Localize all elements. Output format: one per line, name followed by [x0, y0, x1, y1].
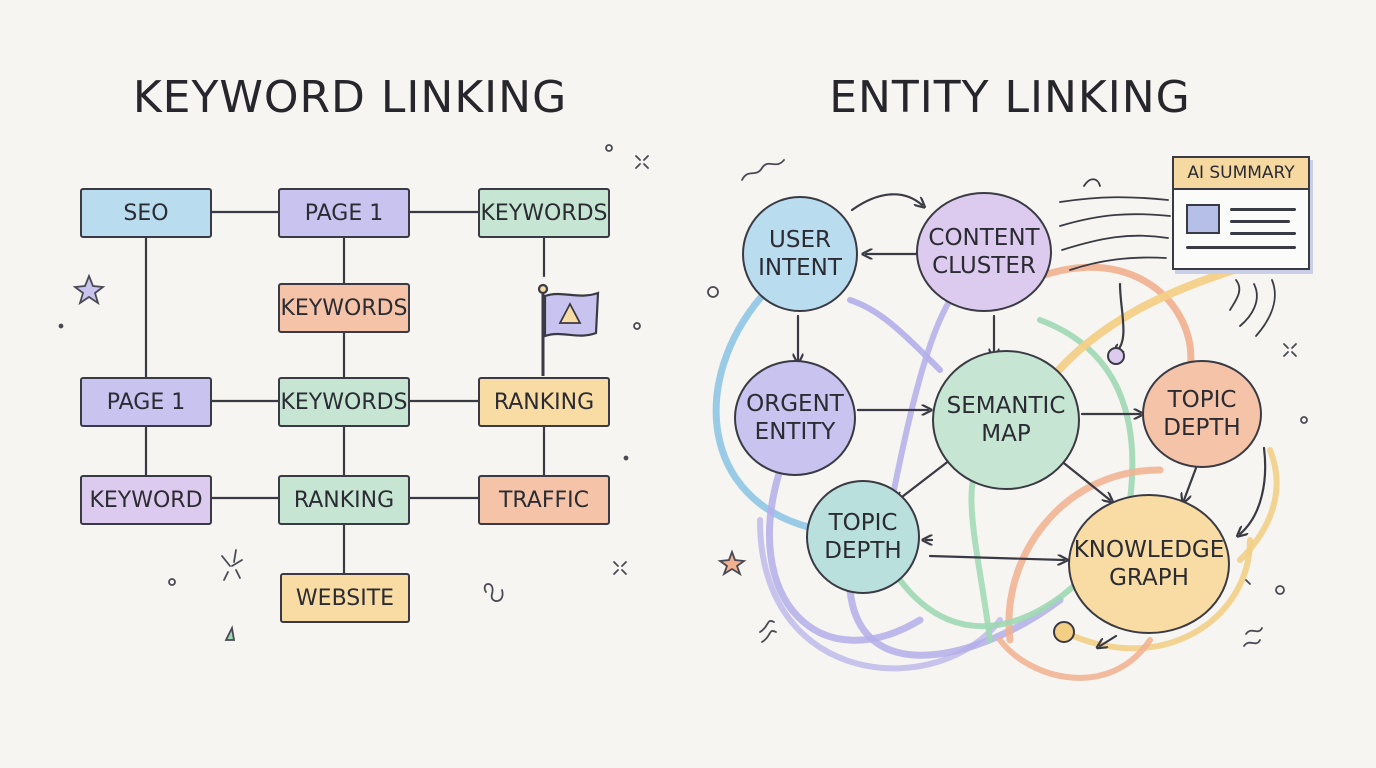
joint-dot	[1053, 621, 1075, 643]
summary-text-line	[1230, 232, 1296, 235]
warning-flag-icon	[537, 283, 600, 376]
node-label-line: DEPTH	[1163, 415, 1241, 441]
dot-doodle	[605, 144, 613, 152]
keyword-box-keywords-top: KEYWORDS	[478, 188, 610, 238]
keyword-box-keywords-mid: KEYWORDS	[278, 377, 410, 427]
arrow-curve	[757, 517, 1003, 672]
node-label-line: CLUSTER	[932, 253, 1036, 279]
squiggle-doodle	[483, 583, 504, 602]
arrow-line	[1184, 466, 1198, 500]
arrow-curve	[1006, 263, 1195, 374]
summary-text-line	[1186, 246, 1296, 249]
node-label-line: GRAPH	[1109, 565, 1189, 591]
node-label-line: TOPIC	[1167, 387, 1237, 413]
keyword-box-traffic: TRAFFIC	[478, 475, 610, 525]
summary-text-line	[1230, 220, 1290, 223]
dot-doodle	[1275, 585, 1285, 595]
node-label-line: USER	[769, 227, 831, 253]
dot-doodle	[623, 455, 629, 461]
node-label-line: INTENT	[758, 255, 842, 281]
dot-doodle	[707, 286, 719, 298]
arrow-curve	[1237, 447, 1280, 563]
leaf-doodle	[224, 625, 236, 641]
flow-line	[1239, 283, 1258, 327]
summary-image-icon	[1186, 204, 1220, 234]
dot-doodle	[1300, 416, 1308, 424]
squiggle-doodle	[759, 620, 777, 643]
arrow-line	[1240, 446, 1267, 534]
flow-line	[1061, 234, 1169, 251]
summary-card-icon: AI SUMMARY	[1172, 156, 1310, 270]
keyword-box-website: WEBSITE	[280, 573, 410, 623]
flow-line	[1255, 279, 1276, 337]
node-label-line: TOPIC	[828, 510, 898, 536]
keyword-box-ranking-green: RANKING	[278, 475, 410, 525]
flow-line	[1059, 196, 1169, 203]
arrow-curve	[1046, 264, 1244, 384]
keyword-box-keyword: KEYWORD	[80, 475, 212, 525]
arrow-curve	[897, 577, 1083, 630]
node-label-line: CONTENT	[928, 225, 1040, 251]
spark-doodle	[221, 549, 243, 581]
spark-doodle	[1283, 343, 1297, 357]
star-doodle	[717, 549, 747, 577]
node-label-line: ORGENT	[746, 391, 844, 417]
node-label-line: DEPTH	[824, 538, 902, 564]
keyword-linking-title: KEYWORD LINKING	[132, 72, 568, 123]
entity-node-user-intent: USER INTENT	[742, 196, 858, 312]
squiggle-doodle	[1243, 627, 1263, 647]
entity-node-topic-depth-teal: TOPIC DEPTH	[806, 480, 920, 594]
node-label-line: MAP	[981, 421, 1031, 447]
entity-node-content-cluster: CONTENT CLUSTER	[916, 192, 1052, 312]
dot-doodle	[633, 322, 641, 330]
dot-doodle	[168, 578, 176, 586]
node-label-line: ENTITY	[754, 419, 836, 445]
entity-node-orgent-entity: ORGENT ENTITY	[734, 360, 856, 476]
keyword-box-keywords-orange: KEYWORDS	[278, 283, 410, 333]
flow-line	[1059, 213, 1171, 227]
spark-doodle	[1245, 579, 1251, 585]
keyword-box-page1-mid: PAGE 1	[80, 377, 212, 427]
keyword-box-page1-top: PAGE 1	[278, 188, 410, 238]
arrow-curve	[997, 637, 1153, 681]
flow-line	[1069, 256, 1167, 271]
keyword-box-ranking-yellow: RANKING	[478, 377, 610, 427]
ai-summary-header: AI SUMMARY	[1174, 158, 1308, 190]
arrow-line	[1100, 634, 1118, 646]
arrow-curve	[766, 466, 924, 644]
entity-node-knowledge-graph: KNOWLEDGE GRAPH	[1068, 494, 1230, 634]
node-label-line: SEMANTIC	[946, 393, 1066, 419]
squiggle-doodle	[741, 159, 785, 181]
arrow-line	[928, 556, 1064, 560]
node-label-line: KNOWLEDGE	[1073, 537, 1225, 563]
spark-doodle	[613, 561, 627, 575]
flow-line	[1229, 279, 1241, 311]
arrow-curve	[1005, 466, 1164, 644]
arrow-curve	[846, 586, 1064, 659]
arrow-line	[850, 193, 922, 212]
entity-node-topic-depth-orange: TOPIC DEPTH	[1142, 360, 1262, 468]
arrow-line	[1058, 458, 1110, 500]
joint-dot	[1107, 347, 1125, 365]
flow-line	[1083, 178, 1101, 187]
summary-text-line	[1230, 208, 1296, 211]
entity-node-semantic-map: SEMANTIC MAP	[932, 350, 1080, 490]
star-doodle	[72, 273, 106, 306]
dot-doodle	[58, 323, 64, 329]
arrow-line	[898, 458, 952, 500]
entity-linking-title: ENTITY LINKING	[829, 72, 1191, 123]
keyword-box-seo: SEO	[80, 188, 212, 238]
spark-doodle	[635, 155, 649, 169]
